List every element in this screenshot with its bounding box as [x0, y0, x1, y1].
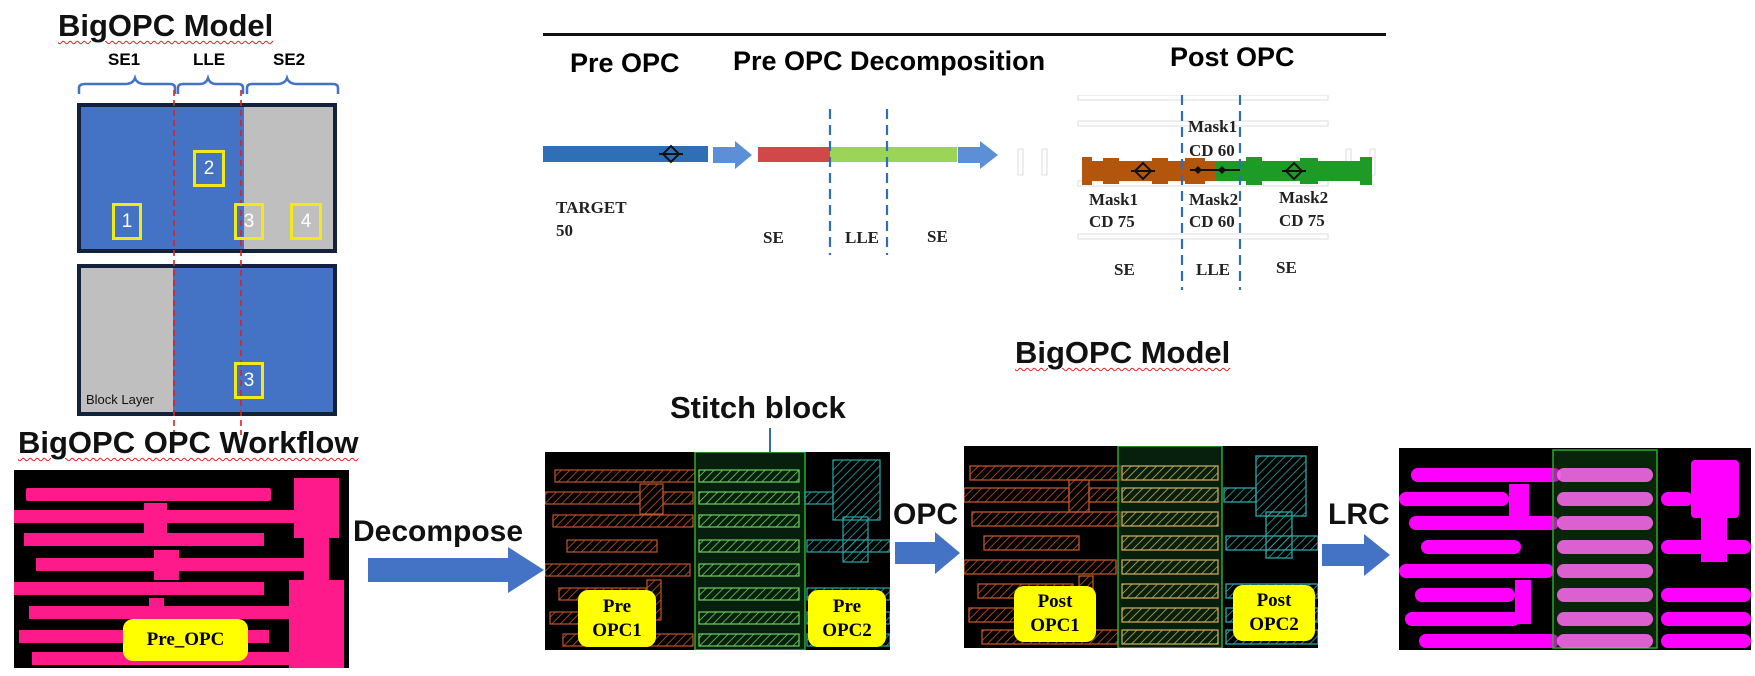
mask2-right-label: Mask2	[1279, 188, 1329, 207]
region-box-4: 4	[290, 203, 322, 240]
upper-mask-block	[77, 103, 337, 253]
lower-blue-region	[173, 268, 333, 412]
upper-gray-region	[244, 107, 333, 249]
region-box-2: 2	[193, 150, 225, 187]
pre-opc2-tag: Pre OPC2	[808, 590, 886, 647]
header-rule	[543, 33, 1386, 36]
post-label-se-right: SE	[1276, 258, 1297, 277]
mask1-top-label: Mask1	[1188, 117, 1238, 136]
pre-opc-layout-panel	[14, 470, 349, 668]
brace-label-se1: SE1	[108, 50, 141, 69]
mask1-left-label: Mask1	[1089, 190, 1139, 209]
region-box-1: 1	[112, 203, 142, 240]
cd75-left-label: CD 75	[1089, 212, 1135, 231]
post-opc-heading: Post OPC	[1170, 42, 1295, 72]
decomposition-graphic	[543, 95, 1376, 290]
target-label: TARGET	[556, 198, 627, 217]
lrc-arrow	[1322, 534, 1390, 576]
post-opc1-tag: Post OPC1	[1014, 586, 1096, 642]
block-layer-label: Block Layer	[86, 392, 154, 407]
arrow-2	[958, 141, 998, 169]
upper-blue-region	[81, 107, 245, 249]
pre-opc-heading: Pre OPC	[570, 48, 680, 78]
bigopc-model-label: BigOPC Model	[1015, 335, 1231, 370]
mid-label-lle: LLE	[845, 228, 880, 247]
stitch-boundary-lines	[173, 90, 242, 435]
model-title: BigOPC Model	[58, 8, 274, 43]
lrc-step-label: LRC	[1328, 498, 1390, 531]
mid-label-se-right: SE	[927, 227, 948, 246]
cd75-right-label: CD 75	[1279, 211, 1325, 230]
lrc-layout-panel	[1399, 448, 1751, 650]
lower-mask-block	[77, 264, 337, 416]
post-label-lle: LLE	[1196, 260, 1231, 279]
mid-label-se-left: SE	[763, 228, 784, 247]
cd60-top-label: CD 60	[1189, 141, 1235, 160]
brace-label-se2: SE2	[273, 50, 306, 69]
region-box-3-lower: 3	[234, 362, 264, 399]
workflow-title: BigOPC OPC Workflow	[18, 425, 359, 460]
post-opc2-tag: Post OPC2	[1233, 585, 1315, 641]
arrow-1	[713, 141, 752, 169]
target-value: 50	[556, 221, 573, 240]
pre-opc1-tag: Pre OPC1	[578, 590, 656, 647]
lower-gray-region	[81, 268, 173, 412]
brace-label-lle: LLE	[193, 50, 226, 69]
region-box-3-upper: 3	[234, 203, 264, 240]
decomp-green-part	[830, 147, 957, 162]
stitch-block-label: Stitch block	[670, 390, 846, 425]
opc-arrow	[895, 532, 960, 574]
cd60-mid-label: CD 60	[1189, 212, 1235, 231]
decompose-step-label: Decompose	[353, 515, 524, 548]
pre-opc-tag: Pre_OPC	[123, 619, 248, 661]
post-label-se-left: SE	[1114, 260, 1135, 279]
pre-opc-decomp-heading: Pre OPC Decomposition	[733, 46, 1046, 76]
decompose-arrow	[368, 547, 544, 593]
mask2-mid-label: Mask2	[1189, 190, 1239, 209]
target-line	[543, 146, 708, 162]
region-braces	[77, 74, 340, 94]
opc-step-label: OPC	[893, 498, 959, 531]
